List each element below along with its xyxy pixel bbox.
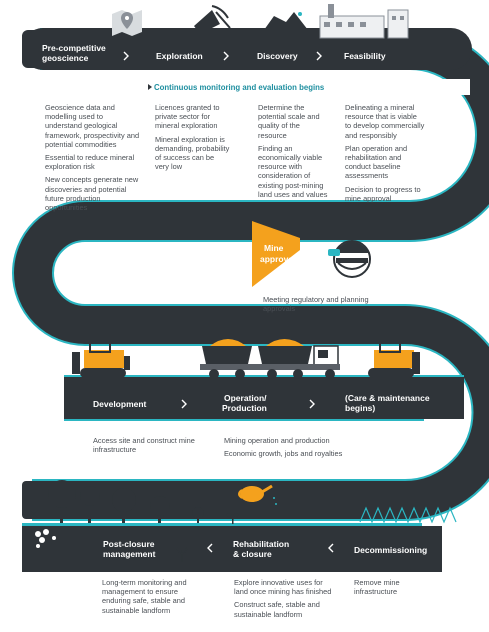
chevron-left-icon xyxy=(328,543,334,553)
desc-operation: Mining operation and production Economic… xyxy=(224,436,374,462)
desc-development: Access site and construct mine infrastru… xyxy=(93,436,213,458)
desc-line: New concepts generate new discoveries an… xyxy=(45,175,139,213)
desc-line: Economic growth, jobs and royalties xyxy=(224,449,343,459)
bulldozer-icon xyxy=(72,339,130,378)
banner-arrow-icon xyxy=(148,84,152,90)
row2-band xyxy=(64,375,464,421)
stage-development: Development xyxy=(93,399,147,409)
desc-line: Decision to progress to mine approval xyxy=(345,184,421,203)
approval-note-wrap: Meeting regulatory and planning approval… xyxy=(263,295,369,314)
chevron-right-icon xyxy=(309,399,315,409)
desc-line: Geoscience data and modelling used to un… xyxy=(45,103,140,149)
chevron-right-icon xyxy=(123,51,129,61)
flower-icon xyxy=(35,529,56,548)
desc-line: Delineating a mineral resource that is v… xyxy=(345,103,425,140)
desc-post-closure: Long-term monitoring and management to e… xyxy=(102,578,192,619)
stage-post-closure: Post-closure management xyxy=(103,539,157,559)
desc-line: Construct safe, stable and sustainable l… xyxy=(234,600,320,619)
desc-line: Mining operation and production xyxy=(224,436,330,445)
miner-helmet-icon xyxy=(328,240,371,278)
butterfly-icon xyxy=(30,510,38,518)
desc-feasibility: Delineating a mineral resource that is v… xyxy=(345,103,425,207)
desc-line: Finding an economically viable resource … xyxy=(258,143,328,199)
desc-line: Essential to reduce mineral exploration … xyxy=(45,153,135,172)
desc-line: Plan operation and rehabilitation and co… xyxy=(345,143,408,181)
bulldozer-icon xyxy=(368,339,420,378)
chevron-left-icon xyxy=(207,543,213,553)
row3-band xyxy=(22,523,442,572)
chevron-right-icon xyxy=(223,51,229,61)
desc-precompetitive: Geoscience data and modelling used to un… xyxy=(45,103,140,216)
haul-truck-icon xyxy=(200,339,340,379)
watering-can-icon xyxy=(238,484,277,505)
desc-decommissioning: Remove mine infrastructure xyxy=(354,578,424,600)
mine-approval-label: Mine approval xyxy=(260,243,295,264)
desc-rehabilitation: Explore innovative uses for land once mi… xyxy=(234,578,334,623)
desc-line: Determine the potential scale and qualit… xyxy=(258,103,320,140)
tree-icon xyxy=(150,496,170,523)
mine-approval: Mine approval xyxy=(252,221,371,287)
stage-feasibility: Feasibility xyxy=(344,51,386,61)
row3-chevrons xyxy=(207,543,334,553)
factory-icon xyxy=(319,4,409,39)
approval-note: Meeting regulatory and planning approval… xyxy=(263,295,369,314)
monitoring-banner-bg xyxy=(140,79,470,95)
tree-icon xyxy=(192,507,204,523)
desc-exploration: Licences granted to private sector for m… xyxy=(155,103,230,175)
chevron-right-icon xyxy=(316,51,322,61)
desc-line: Remove mine infrastructure xyxy=(354,578,400,597)
stage-discovery: Discovery xyxy=(257,51,298,61)
desc-discovery: Determine the potential scale and qualit… xyxy=(258,103,330,203)
desc-line: Long-term monitoring and management to e… xyxy=(102,578,187,615)
stage-rehabilitation: Rehabilitation & closure xyxy=(233,539,292,559)
tree-group xyxy=(48,480,204,523)
stage-operation: Operation/ Production xyxy=(222,393,269,413)
stage-exploration: Exploration xyxy=(156,51,203,61)
tree-icon xyxy=(112,488,136,523)
desc-line: Licences granted to private sector for m… xyxy=(155,103,220,131)
stage-precompetitive: Pre-competitive geoscience xyxy=(42,43,108,63)
row2-chevrons xyxy=(181,399,315,409)
map-pin-icon xyxy=(112,10,142,36)
tree-icon xyxy=(48,480,76,523)
row1-chevrons xyxy=(123,51,322,61)
seedling-icon xyxy=(226,513,239,524)
tree-icon xyxy=(80,486,100,523)
pickaxe-icon xyxy=(194,5,231,34)
rock-pile-icon xyxy=(264,12,308,30)
stage-care-maintenance: (Care & maintenance begins) xyxy=(345,393,432,413)
torch-beam-icon xyxy=(252,221,300,287)
desc-line: Explore innovative uses for land once mi… xyxy=(234,578,332,597)
chevron-right-icon xyxy=(181,399,187,409)
grass-icon xyxy=(359,506,457,524)
monitoring-banner: Continuous monitoring and evaluation beg… xyxy=(154,83,325,92)
sprout-icon xyxy=(176,547,188,562)
desc-line: Mineral exploration is demanding, probab… xyxy=(155,134,230,172)
stage-decommissioning: Decommissioning xyxy=(354,545,427,555)
desc-line: Access site and construct mine infrastru… xyxy=(93,436,195,455)
